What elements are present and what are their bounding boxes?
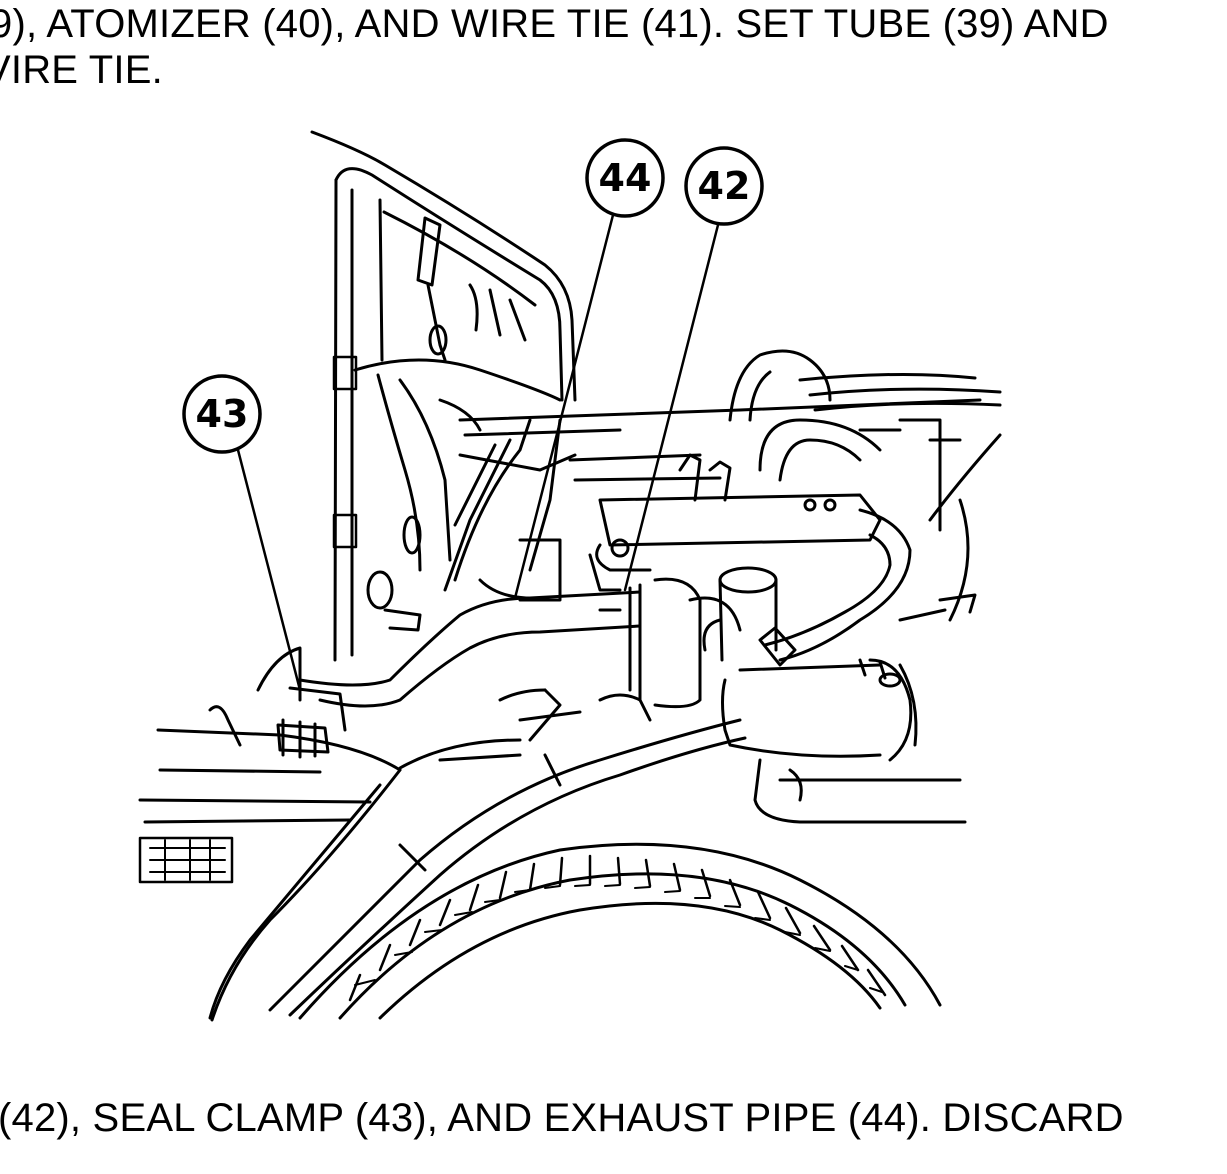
filler-cap bbox=[702, 566, 778, 662]
fender bbox=[138, 688, 582, 1022]
instruction-text-top-2: VIRE TIE. bbox=[0, 48, 163, 92]
tire bbox=[298, 842, 942, 1020]
coolant-hoses bbox=[758, 418, 1002, 667]
callout-42: 42 bbox=[684, 146, 764, 226]
callout-44: 44 bbox=[585, 138, 665, 218]
callout-43: 43 bbox=[182, 374, 262, 454]
callout-44-label: 44 bbox=[599, 156, 652, 200]
cowl-panel bbox=[353, 358, 982, 632]
windshield-frame bbox=[310, 130, 577, 662]
instruction-text-bottom: (42), SEAL CLAMP (43), AND EXHAUST PIPE … bbox=[0, 1096, 1124, 1140]
mirror-rod bbox=[416, 216, 527, 362]
engine-block bbox=[588, 349, 1002, 592]
leader-lines bbox=[236, 213, 720, 692]
seal-clamp bbox=[208, 646, 347, 759]
instruction-text-top-1: 9), ATOMIZER (40), AND WIRE TIE (41). SE… bbox=[0, 2, 1109, 46]
wire-harness bbox=[268, 693, 747, 1017]
muffler-housing bbox=[721, 658, 967, 824]
exhaust-pipe bbox=[298, 577, 742, 709]
callout-42-label: 42 bbox=[698, 164, 751, 208]
callout-43-label: 43 bbox=[196, 392, 249, 436]
